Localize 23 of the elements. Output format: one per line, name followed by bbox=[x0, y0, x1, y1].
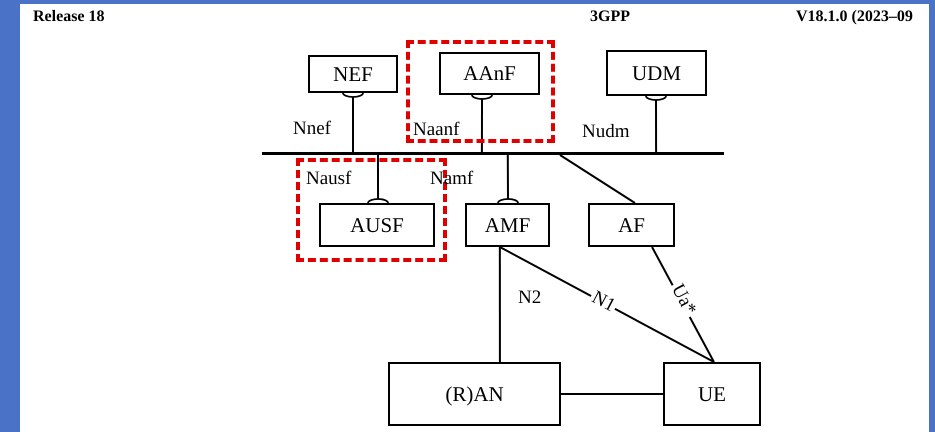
network-function-box: AMF bbox=[465, 203, 550, 247]
highlight-frame bbox=[406, 40, 555, 143]
connector-line bbox=[499, 246, 714, 363]
network-function-box: NEF bbox=[308, 55, 398, 93]
network-function-box: AUSF bbox=[319, 203, 435, 247]
network-function-box: AAnF bbox=[439, 52, 540, 95]
network-function-box: (R)AN bbox=[388, 362, 561, 426]
connector-line bbox=[561, 393, 663, 395]
network-function-box: UDM bbox=[606, 50, 707, 96]
edge-label: Namf bbox=[430, 169, 474, 188]
connector-line bbox=[498, 247, 501, 362]
edge-label: Nnef bbox=[293, 119, 331, 138]
connector-line bbox=[559, 154, 636, 204]
header-text: Release 18 bbox=[33, 8, 105, 26]
edge-label: Nudm bbox=[582, 122, 630, 141]
header-text: V18.1.0 (2023–09 bbox=[796, 8, 913, 26]
network-function-box: AF bbox=[588, 203, 675, 247]
service-bus-line bbox=[262, 152, 724, 155]
header-text: 3GPP bbox=[590, 8, 630, 26]
network-function-box: UE bbox=[663, 362, 761, 426]
edge-label: Naanf bbox=[413, 120, 460, 139]
edge-label: N2 bbox=[518, 288, 542, 307]
edge-label: Nausf bbox=[306, 169, 352, 188]
